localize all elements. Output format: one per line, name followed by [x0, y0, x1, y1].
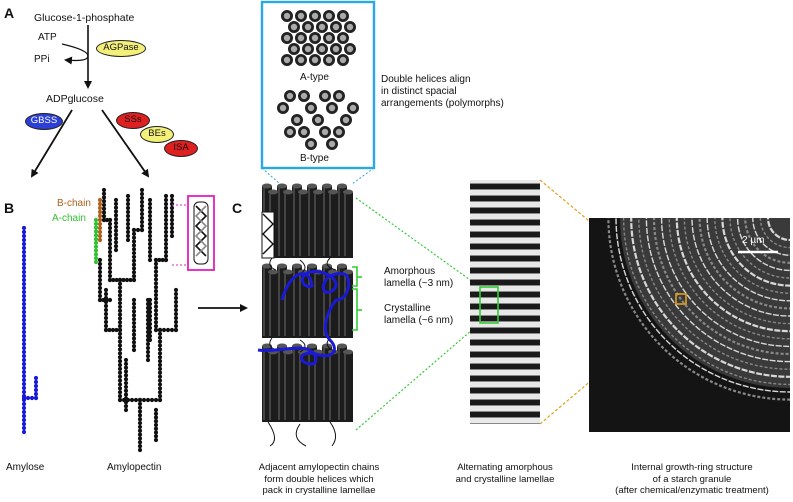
helix-cluster — [257, 183, 353, 447]
polymorph-note-1: Double helices align — [381, 74, 471, 85]
atp-label: ATP — [38, 32, 57, 43]
panel-label-b: B — [4, 200, 15, 216]
crystalline-label-1: Crystalline — [384, 303, 431, 314]
amorphous-label-1: Amorphous — [384, 266, 436, 277]
a-type-label: A-type — [300, 72, 329, 83]
granule-caption-2: of a starch granule — [652, 473, 732, 485]
stripes-caption-1: Alternating amorphous — [457, 462, 553, 473]
bes-enzyme: BEs — [140, 126, 174, 143]
cluster-caption-2: form double helices which — [264, 473, 374, 485]
cluster-caption-1: Adjacent amylopectin chains — [258, 462, 380, 473]
granule-micrograph — [589, 218, 790, 432]
amylose-chain — [21, 225, 39, 435]
ppi-label: PPi — [34, 54, 50, 65]
stripes-zoom-box — [479, 286, 499, 324]
agpase-enzyme: AGPase — [96, 40, 146, 57]
cluster-caption-3: pack in crystalline lamellae — [262, 485, 376, 496]
lamella-brackets — [352, 266, 362, 331]
granule-caption-1: Internal growth-ring structure — [631, 462, 753, 473]
b-type-label: B-type — [300, 153, 329, 164]
granule-caption: Internal growth-ring structure of a star… — [594, 462, 790, 497]
helix-highlight — [172, 195, 215, 271]
panel-label-c: C — [232, 200, 243, 216]
a-chain-label: A-chain — [52, 213, 86, 224]
zoom-lines-green — [355, 197, 481, 431]
stripes-caption: Alternating amorphous and crystalline la… — [443, 462, 567, 485]
isa-enzyme: ISA — [164, 140, 198, 157]
polymorph-note-2: in distinct spacial — [381, 86, 457, 97]
stripes-caption-2: and crystalline lamellae — [455, 473, 555, 485]
b-chain-label: B-chain — [57, 198, 91, 209]
amylopectin-tree — [93, 187, 179, 453]
pathway-arrows — [30, 25, 150, 178]
amorphous-label-2: lamella (~3 nm) — [384, 278, 454, 289]
gbss-enzyme: GBSS — [25, 113, 63, 130]
glucose-1-phosphate-label: Glucose-1-phosphate — [34, 12, 135, 24]
amylose-caption: Amylose — [6, 462, 45, 473]
lamellae-stripes — [470, 180, 540, 424]
sss-enzyme: SSs — [116, 112, 150, 129]
cluster-caption: Adjacent amylopectin chains form double … — [244, 462, 394, 497]
crystalline-label-2: lamella (~6 nm) — [384, 315, 454, 326]
scale-bar-label: 2 µm — [742, 235, 765, 246]
amylopectin-caption: Amylopectin — [107, 462, 162, 473]
panel-label-a: A — [4, 5, 15, 21]
polymorph-box — [260, 0, 376, 185]
adpglucose-label: ADPglucose — [46, 93, 104, 105]
granule-caption-3: (after chemical/enzymatic treatment) — [615, 485, 769, 496]
micrograph-zoom-box — [675, 293, 687, 305]
polymorph-note-3: arrangements (polymorphs) — [381, 98, 504, 109]
